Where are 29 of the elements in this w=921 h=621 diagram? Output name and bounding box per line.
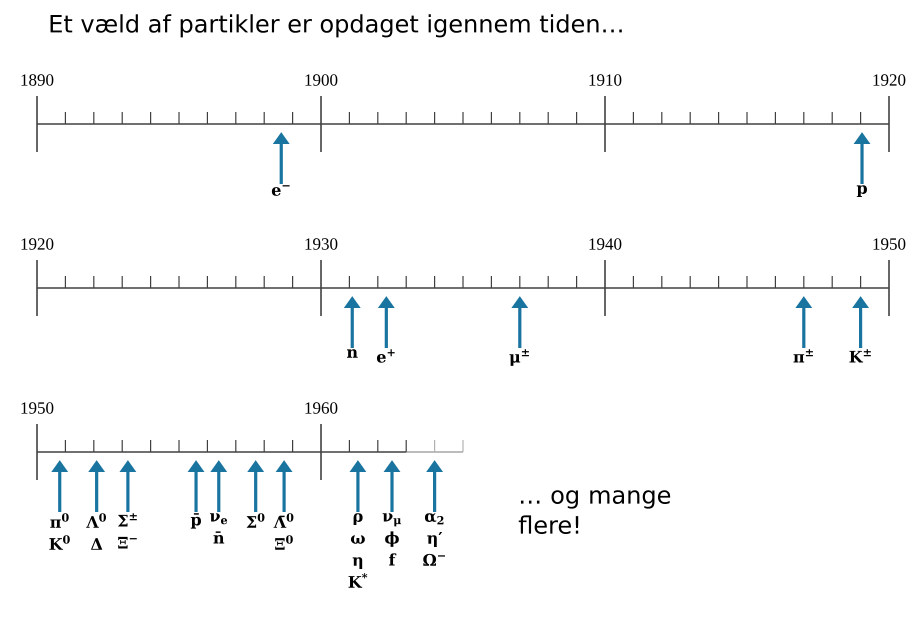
particle-label: e$^{−}$ bbox=[272, 185, 290, 196]
year-label: 1920 bbox=[874, 74, 906, 86]
year-label: 1940 bbox=[590, 238, 622, 250]
particle-label: Λ$^{0}$ Δ bbox=[86, 513, 106, 550]
year-label: 1910 bbox=[590, 74, 622, 86]
particle-label: ρ ω η K$^{*}$ bbox=[348, 513, 368, 588]
particle-label: e$^{+}$ bbox=[376, 349, 395, 363]
particle-label: Λ̄$^{0}$ Ξ$^{0}$ bbox=[274, 513, 294, 550]
particle-label: p̄ bbox=[190, 513, 201, 529]
particle-label: p bbox=[856, 185, 867, 198]
year-label: 1960 bbox=[306, 402, 338, 414]
particle-label: π$^{±}$ bbox=[794, 349, 813, 362]
particle-label: ν$_{e}$ n̄ bbox=[210, 513, 228, 544]
particle-label: α$_{2}$ η′ Ω$^{−}$ bbox=[423, 513, 445, 566]
particle-label: Σ$^{±}$ Ξ$^{−}$ bbox=[118, 513, 137, 548]
year-label: 1930 bbox=[306, 238, 338, 250]
year-label: 1920 bbox=[22, 238, 54, 250]
particle-label: Σ$^{0}$ bbox=[246, 513, 264, 528]
year-label: 1890 bbox=[22, 74, 54, 86]
year-label: 1950 bbox=[22, 402, 54, 414]
particle-label: n bbox=[346, 349, 358, 358]
particle-label: ν$_{μ}$ ϕ f bbox=[382, 513, 402, 566]
year-label: 1900 bbox=[306, 74, 338, 86]
title: Et væld af partikler er opdaget igennem tiden… bbox=[50, 14, 622, 38]
note-text: … og mange flere! bbox=[518, 490, 670, 534]
particle-label: π$^{0}$ K$^{0}$ bbox=[49, 513, 70, 550]
particle-label: K$^{±}$ bbox=[849, 349, 871, 362]
year-label: 1950 bbox=[874, 238, 906, 250]
particle-label: μ$^{±}$ bbox=[509, 349, 529, 366]
